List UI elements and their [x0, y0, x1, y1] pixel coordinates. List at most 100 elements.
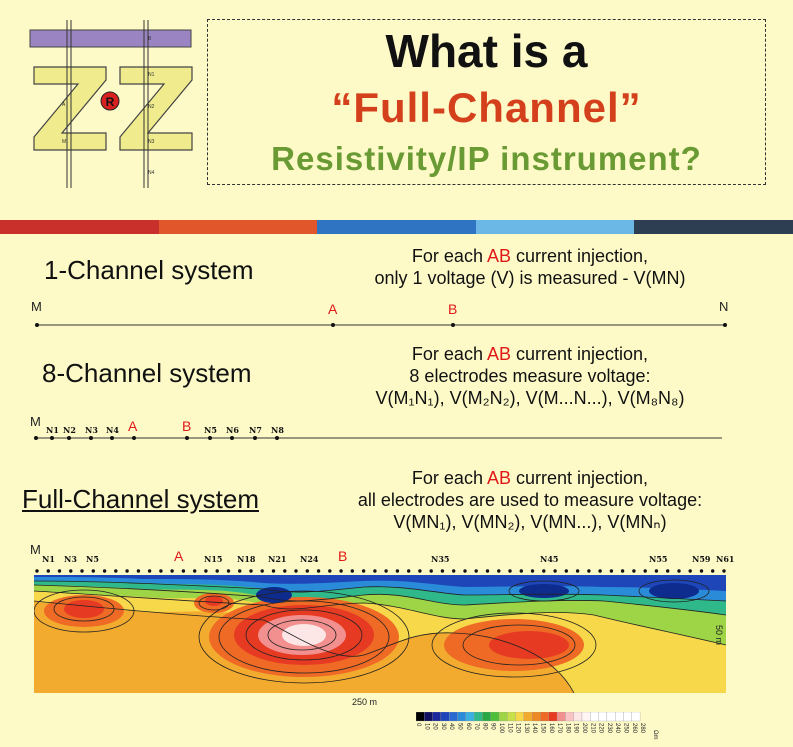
full-channel-electrode — [283, 569, 287, 573]
full-channel-desc-line2: all electrodes are used to measure volta… — [357, 490, 703, 510]
one-channel-line: M A B N — [31, 299, 728, 327]
legend-tick-label: 0 — [416, 723, 421, 727]
legend-unit: Ωm — [652, 730, 658, 739]
legend-tick-label: 260 — [631, 723, 637, 734]
label-fc-n61: N61 — [716, 554, 734, 564]
full-channel-electrode — [463, 569, 467, 573]
label-n: N — [719, 299, 728, 314]
label-fc-n45: N45 — [540, 554, 558, 564]
full-channel-electrode — [226, 569, 231, 573]
legend-tick-label: 250 — [623, 723, 629, 734]
legend-tick-label: 120 — [515, 723, 521, 734]
title-line-1: What is a — [385, 25, 588, 77]
legend-swatch — [473, 712, 483, 722]
full-channel-electrode — [125, 569, 129, 573]
y-scale-label: 50 m — [714, 625, 724, 646]
full-channel-electrode — [91, 569, 96, 573]
label-fc-n59: N59 — [692, 554, 711, 564]
full-channel-electrode — [339, 569, 343, 573]
full-channel-electrode — [519, 569, 523, 573]
logo-electrode-n1: N1 — [148, 72, 155, 78]
label-fc-a: A — [174, 548, 184, 564]
label-8ch-n3: N3 — [85, 425, 98, 435]
legend-swatch — [507, 712, 516, 722]
full-channel-electrodes: M N1 N3 N5 A N15 N18 N21 N24 B N35 N45 N… — [30, 542, 734, 573]
full-channel-electrode — [57, 569, 62, 573]
legend-swatch — [416, 712, 425, 722]
logo-electrode-n4: N4 — [148, 170, 155, 176]
title-box — [207, 19, 766, 185]
label-fc-n5: N5 — [86, 554, 99, 564]
eight-channel-desc-pre: For each — [411, 344, 487, 364]
full-channel-electrode — [407, 569, 411, 573]
legend-tick-label: 170 — [556, 723, 562, 734]
one-channel-desc: For each AB current injection, only 1 vo… — [330, 245, 730, 289]
title-line-3: Resistivity/IP instrument? — [271, 140, 702, 177]
full-channel-desc-pre: For each — [411, 468, 487, 488]
full-channel-electrode — [384, 569, 388, 573]
full-channel-electrode — [564, 569, 568, 573]
legend-tick-label: 160 — [548, 723, 554, 734]
legend-swatch — [631, 712, 641, 722]
label-fc-n15: N15 — [204, 554, 222, 564]
legend-swatch — [532, 712, 541, 722]
logo-electrode-n3: N3 — [148, 139, 155, 145]
legend-swatch — [598, 712, 608, 722]
full-channel-electrode — [395, 569, 400, 573]
legend-tick-label: 200 — [581, 723, 587, 734]
legend-swatch — [548, 712, 558, 722]
full-channel-electrode — [294, 569, 298, 573]
full-channel-electrode — [440, 569, 445, 573]
logo-z-left — [33, 66, 107, 151]
full-channel-electrode — [373, 569, 377, 573]
full-channel-electrode — [204, 569, 208, 573]
resistivity-legend: 0102030405060708090100110120130140150160… — [416, 712, 658, 739]
stripe-blue — [317, 220, 476, 234]
full-channel-electrode — [429, 569, 433, 573]
logo-electrode-b: B — [148, 36, 152, 42]
legend-tick-label: 90 — [490, 723, 496, 730]
eight-channel-line: M N1 N2 N3 N4 A B N5 N6 N7 N8 — [30, 414, 722, 440]
legend-swatch — [590, 712, 599, 722]
legend-swatch — [424, 712, 433, 722]
label-fc-n21: N21 — [268, 554, 286, 564]
one-channel-desc-ab: AB — [486, 246, 511, 266]
legend-swatch — [482, 712, 491, 722]
label-fc-n35: N35 — [431, 554, 449, 564]
label-fc-n1: N1 — [42, 554, 55, 564]
full-channel-electrode — [553, 569, 557, 573]
full-channel-electrode — [452, 569, 456, 573]
legend-swatch — [523, 712, 533, 722]
label-fc-m: M — [30, 542, 41, 557]
full-channel-electrode — [699, 569, 704, 573]
full-channel-electrode — [102, 569, 107, 573]
logo-z-right — [119, 66, 193, 151]
legend-swatch — [606, 712, 616, 722]
label-fc-n18: N18 — [237, 554, 256, 564]
stripe-orange — [158, 220, 318, 234]
full-channel-electrode — [316, 569, 321, 573]
legend-tick-label: 40 — [448, 723, 454, 730]
full-channel-electrode — [677, 569, 681, 573]
full-channel-electrode — [666, 569, 670, 573]
full-channel-electrode — [181, 569, 186, 573]
legend-tick-label: 220 — [598, 723, 604, 734]
one-channel-desc-line2: only 1 voltage (V) is measured - V(MN) — [374, 268, 686, 288]
full-channel-electrode — [35, 569, 39, 573]
legend-tick-label: 230 — [606, 723, 612, 734]
full-channel-electrode — [271, 569, 276, 573]
legend-tick-label: 130 — [523, 723, 529, 734]
label-8ch-b: B — [182, 418, 191, 434]
full-channel-electrode — [587, 569, 591, 573]
legend-tick-label: 140 — [531, 723, 537, 734]
full-channel-electrode — [80, 569, 84, 573]
full-channel-desc: For each AB current injection, all elect… — [310, 467, 750, 533]
label-fc-n3: N3 — [64, 554, 77, 564]
full-channel-electrode — [497, 569, 501, 573]
full-channel-electrode — [643, 569, 647, 573]
legend-tick-label: 50 — [457, 723, 463, 730]
full-channel-electrode — [485, 569, 490, 573]
full-channel-electrode — [147, 569, 152, 573]
eight-channel-desc: For each AB current injection, 8 electro… — [330, 343, 730, 409]
full-channel-desc-line3: V(MN₁), V(MN₂), V(MN...), V(MNₙ) — [393, 512, 667, 532]
